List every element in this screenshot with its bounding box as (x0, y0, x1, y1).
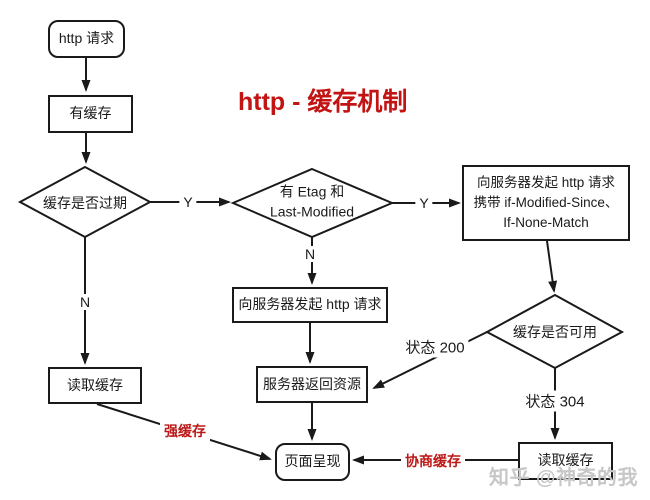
decision-cache-available-shape (484, 293, 625, 370)
node-read-cache-left: 读取缓存 (48, 367, 142, 404)
decision-cache-expired-label: 缓存是否过期 (43, 194, 127, 211)
node-http-request: http 请求 (48, 20, 125, 58)
edge-label-expired-no: N (75, 294, 95, 310)
diagram-title: http - 缓存机制 (238, 88, 408, 116)
edge-label-expired-yes: Y (179, 194, 197, 210)
decision-etag-line2: Last-Modified (269, 204, 355, 220)
node-read-cache-right: 读取缓存 (518, 442, 613, 480)
decision-etag-shape (230, 167, 395, 239)
node-request-with-headers: 向服务器发起 http 请求 携带 if-Modified-Since、 If-… (462, 165, 630, 241)
node-has-cache: 有缓存 (48, 95, 133, 133)
node-request-http: 向服务器发起 http 请求 (232, 287, 388, 323)
watermark-zhihu: 知乎 @神奇的我 (489, 467, 639, 489)
edge-label-etag-yes: Y (415, 195, 433, 211)
decision-etag-label: 有 Etag 和 Last-Modified (270, 182, 354, 223)
node-request-with-headers-line3: If-None-Match (503, 215, 589, 231)
edge-label-status-200: 状态 200 (401, 336, 469, 358)
edge-label-status-304: 状态 304 (521, 390, 589, 412)
node-page-render: 页面呈现 (275, 443, 350, 481)
decision-etag-line1: 有 Etag 和 (279, 183, 345, 200)
decision-cache-available-label: 缓存是否可用 (513, 323, 597, 340)
node-request-with-headers-line2: 携带 if-Modified-Since、 (473, 194, 619, 210)
edge-label-negotiate-cache: 协商缓存 (401, 451, 465, 471)
edge-label-etag-no: N (300, 246, 320, 262)
arrow-request-to-available (546, 240, 558, 293)
decision-cache-expired-shape (17, 165, 153, 239)
edge-label-strong-cache: 强缓存 (160, 421, 210, 441)
node-request-with-headers-line1: 向服务器发起 http 请求 (476, 174, 616, 190)
node-server-return: 服务器返回资源 (256, 366, 368, 403)
